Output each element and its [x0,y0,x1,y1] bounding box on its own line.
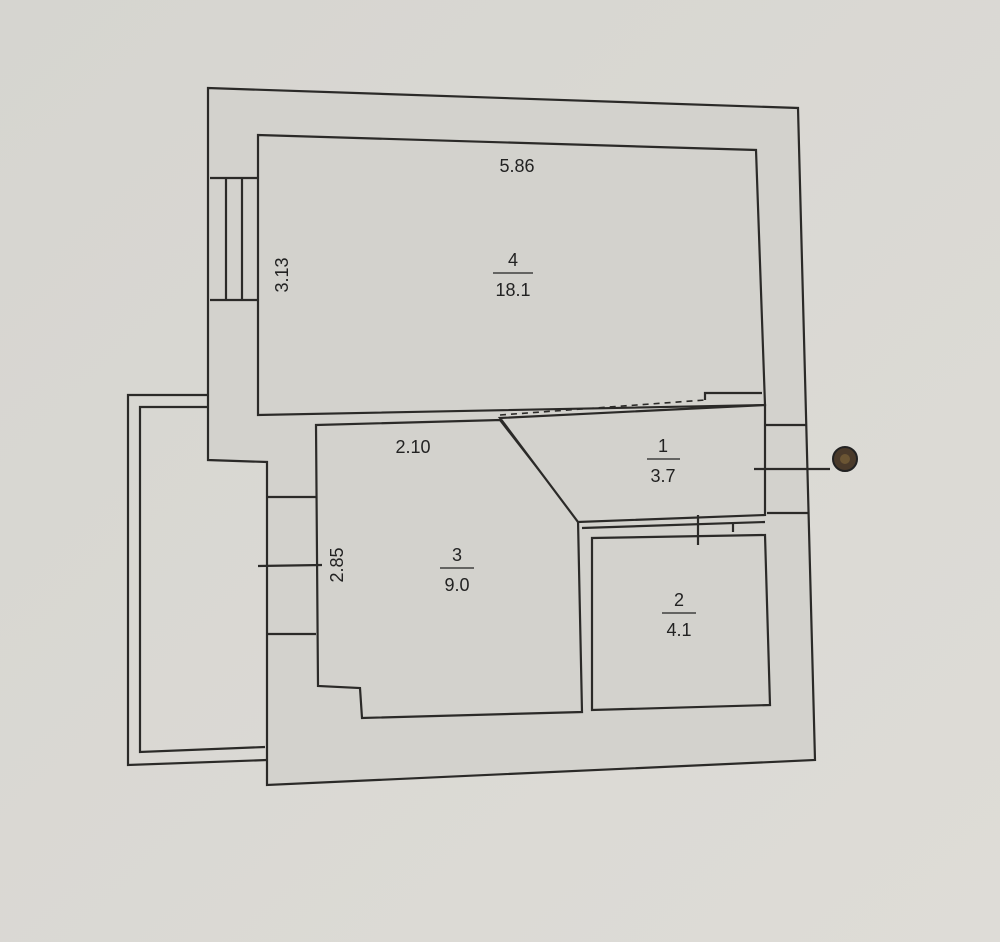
room-2-label: 2 4.1 [662,590,696,640]
room-2-top-wall [581,520,766,530]
room-number: 3 [452,545,462,565]
room-number: 2 [674,590,684,610]
balcony-door-room-3 [257,495,323,636]
room-1 [497,403,767,524]
partition-stub [703,391,762,400]
room-area: 4.1 [666,620,691,640]
entrance-mark-icon [832,446,858,472]
room-area: 9.0 [444,575,469,595]
dim-room3-depth: 2.85 [327,547,347,582]
room-number: 1 [658,436,668,456]
room-4-label: 4 18.1 [493,250,533,300]
room-3-label: 3 9.0 [440,545,474,595]
window-room-4 [210,176,258,302]
balcony [126,393,268,767]
room-4 [256,133,767,417]
dim-room3-width: 2.10 [395,437,430,457]
room-number: 4 [508,250,518,270]
room-2 [590,533,772,712]
room-area: 18.1 [495,280,530,300]
dim-room4-width: 5.86 [499,156,534,176]
entrance-door [754,423,830,515]
room-area: 3.7 [650,466,675,486]
dim-room4-depth: 3.13 [272,257,292,292]
room-divider-dashed [499,399,706,416]
room-1-label: 1 3.7 [647,436,680,486]
